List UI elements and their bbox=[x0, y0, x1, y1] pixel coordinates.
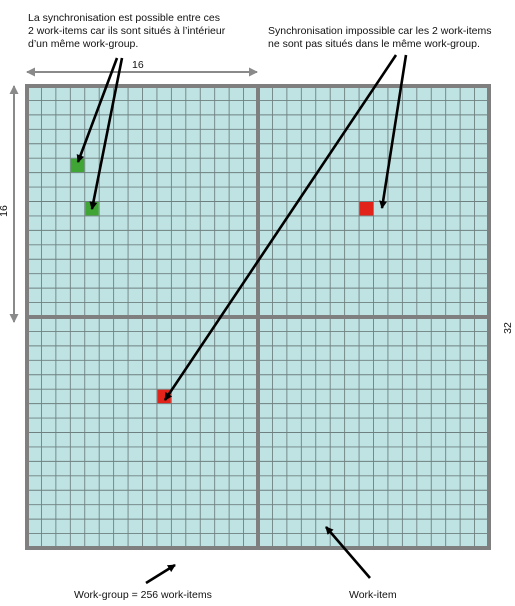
pointer-arrow-possible-1 bbox=[76, 57, 119, 163]
pointer-arrow-impossible-2 bbox=[379, 54, 408, 209]
pointer-arrow-work-group bbox=[145, 563, 176, 585]
work-item-label: Work-item bbox=[349, 589, 397, 601]
pointer-arrow-work-item bbox=[325, 526, 371, 579]
pointer-arrow-possible-2 bbox=[89, 57, 124, 210]
group-width-label: 16 bbox=[132, 59, 144, 71]
sync-impossible-note: Synchronisation impossible car les 2 wor… bbox=[268, 25, 492, 50]
work-item-sync-impossible bbox=[359, 202, 373, 216]
pointer-arrow-impossible-1 bbox=[163, 54, 398, 401]
work-group-borders bbox=[25, 84, 491, 550]
sync-possible-note: La synchronisation est possible entre ce… bbox=[28, 12, 226, 50]
group-height-label: 16 bbox=[0, 205, 10, 217]
grid-height-label: 32 bbox=[501, 322, 514, 334]
work-group-label: Work-group = 256 work-items bbox=[74, 589, 212, 601]
